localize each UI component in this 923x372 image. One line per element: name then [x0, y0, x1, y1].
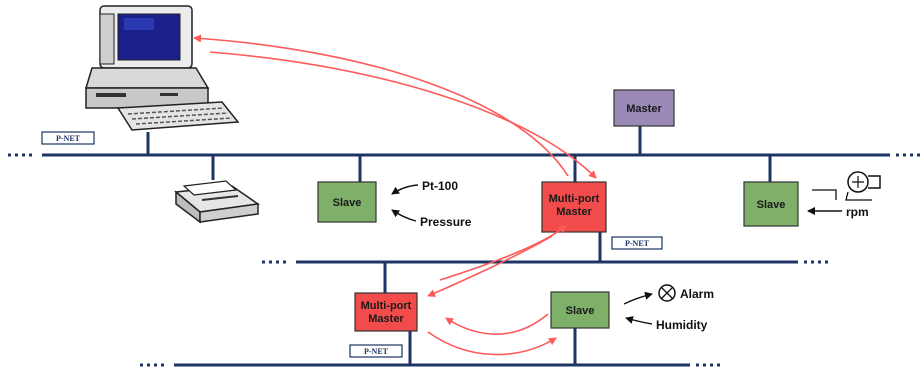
middle-bus: [262, 232, 830, 293]
svg-text:Humidity: Humidity: [656, 318, 708, 332]
slave-box-humidity: Slave: [550, 291, 610, 329]
svg-text:Slave: Slave: [333, 197, 362, 209]
svg-text:Pressure: Pressure: [420, 215, 472, 229]
alarm-lamp-icon: [658, 284, 676, 302]
slave-box-pt100: Slave: [317, 181, 377, 223]
pressure-input: Pressure: [391, 209, 472, 229]
lower-bus: [140, 328, 722, 367]
pnet-tag-top: P-NET: [41, 131, 95, 145]
svg-text:P-NET: P-NET: [625, 239, 650, 248]
svg-text:P-NET: P-NET: [56, 134, 81, 143]
slave-box-rpm: Slave: [743, 181, 799, 227]
svg-text:Master: Master: [626, 103, 662, 115]
printer-icon: [174, 180, 261, 224]
svg-text:P-NET: P-NET: [364, 347, 389, 356]
communication-arrows: [193, 34, 597, 356]
pt100-input: Pt-100: [391, 179, 458, 195]
svg-text:Pt-100: Pt-100: [422, 179, 458, 193]
svg-text:Slave: Slave: [566, 305, 595, 317]
computer-icon: [84, 5, 240, 131]
pnet-tag-lower: P-NET: [349, 344, 403, 358]
rpm-input: rpm: [807, 205, 869, 219]
pnet-tag-middle: P-NET: [611, 236, 663, 250]
top-bus: [8, 126, 920, 182]
svg-text:Alarm: Alarm: [680, 287, 714, 301]
motor-icon: [812, 171, 881, 201]
svg-text:Slave: Slave: [757, 199, 786, 211]
svg-text:rpm: rpm: [846, 205, 869, 219]
humidity-input: Humidity: [625, 316, 708, 332]
alarm-output: Alarm: [623, 284, 714, 305]
master-box: Master: [613, 89, 675, 127]
